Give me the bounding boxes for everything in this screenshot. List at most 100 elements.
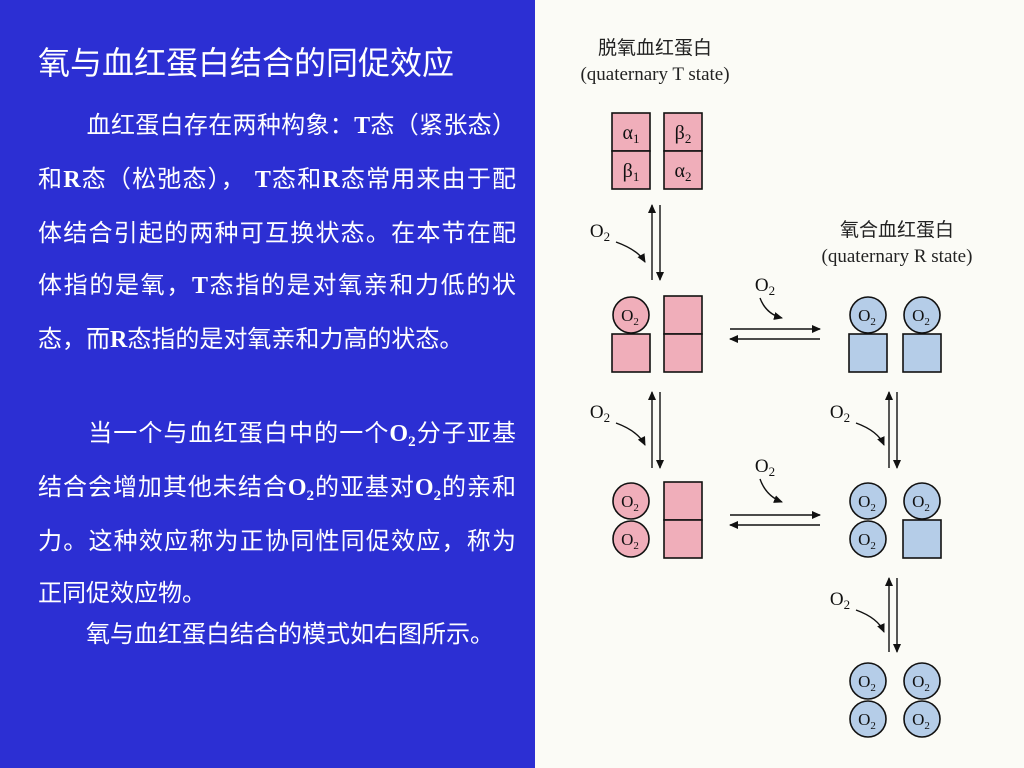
label-main: O xyxy=(912,710,924,729)
text-span: 态指的是对氧亲和力高的状态。 xyxy=(127,325,464,354)
o2-formula: O2 xyxy=(414,474,442,504)
subscript: 2 xyxy=(306,487,314,504)
o2-bound-circle xyxy=(612,520,650,558)
label-subscript: 2 xyxy=(633,316,639,328)
label-main: O xyxy=(830,402,844,423)
o2-incoming-label: O2 xyxy=(830,589,850,612)
label-subscript: 2 xyxy=(844,410,851,425)
label-main: α xyxy=(623,122,634,144)
label-subscript: 2 xyxy=(844,597,851,612)
label-subscript: 2 xyxy=(769,464,776,479)
subunit-square xyxy=(663,333,703,373)
beta2-label: β2 xyxy=(675,122,692,146)
subunit-beta1 xyxy=(611,150,651,190)
label-subscript: 2 xyxy=(685,131,692,146)
r-label: R xyxy=(322,166,340,193)
t-label: T xyxy=(192,273,209,300)
o2-label: O2 xyxy=(912,672,930,694)
label-main: O xyxy=(858,306,870,325)
text-span: 态常用来由于配体结合引起的两种可互换状态。在本节在配体指的是氧， xyxy=(38,164,517,300)
label-subscript: 1 xyxy=(633,131,640,146)
o2-bound-circle xyxy=(903,700,941,738)
o2-incoming-label: O2 xyxy=(755,275,775,298)
label-subscript: 2 xyxy=(769,283,776,298)
text-span: 当一个与血红蛋白中的一个 xyxy=(38,419,390,447)
diagram-panel: 脱氧血红蛋白 (quaternary T state) 氧合血红蛋白 (quat… xyxy=(535,0,1024,768)
o2-label: O2 xyxy=(621,530,639,552)
t-label: T xyxy=(354,113,371,139)
subunit-beta2 xyxy=(663,112,703,152)
paragraph-figure-reference: 氧与血红蛋白结合的模式如右图所示。 xyxy=(38,620,494,648)
o2-label: O2 xyxy=(621,492,639,514)
o2-label: O2 xyxy=(912,492,930,514)
label-subscript: 2 xyxy=(870,316,876,328)
label-main: O xyxy=(755,456,769,477)
o2-formula: O2 xyxy=(288,475,314,504)
label-subscript: 2 xyxy=(604,410,611,425)
label-subscript: 2 xyxy=(924,720,930,732)
label-main: O xyxy=(858,492,870,511)
o2-entry-arrow xyxy=(855,422,885,446)
label-subscript: 2 xyxy=(870,720,876,732)
label-subscript: 2 xyxy=(924,502,930,514)
o2-label: O2 xyxy=(912,306,930,328)
o2-bound-circle xyxy=(903,296,941,334)
subunit-square xyxy=(663,295,703,335)
o2-incoming-label: O2 xyxy=(590,402,610,425)
subunit-square xyxy=(663,519,703,559)
label-main: O xyxy=(830,589,844,610)
t-state-label-cn: 脱氧血红蛋白 xyxy=(598,37,712,59)
o-symbol: O xyxy=(414,474,434,501)
label-main: O xyxy=(621,492,633,511)
beta1-label: β1 xyxy=(623,160,640,184)
slide-title: 氧与血红蛋白结合的同促效应 xyxy=(38,44,455,82)
r-state-label-en: (quaternary R state) xyxy=(822,246,973,267)
label-subscript: 2 xyxy=(633,540,639,552)
o2-bound-circle xyxy=(849,296,887,334)
label-subscript: 2 xyxy=(685,169,692,184)
o2-label: O2 xyxy=(858,710,876,732)
subunit-square xyxy=(663,481,703,521)
text-span: 态（紧张态）和 xyxy=(38,111,516,193)
subunit-alpha2 xyxy=(663,150,703,190)
o2-bound-circle xyxy=(849,520,887,558)
o2-bound-circle xyxy=(849,482,887,520)
o2-bound-circle xyxy=(903,482,941,520)
o2-incoming-label: O2 xyxy=(830,402,850,425)
alpha2-label: α2 xyxy=(675,160,692,184)
text-span: 态和 xyxy=(270,164,323,193)
subunit-square xyxy=(611,333,651,373)
text-span: 的亚基对 xyxy=(313,472,415,501)
label-main: α xyxy=(675,160,686,182)
text-span: 血红蛋白存在两种构象： xyxy=(38,111,355,139)
o2-bound-circle xyxy=(612,296,650,334)
label-main: O xyxy=(621,530,633,549)
o2-label: O2 xyxy=(858,306,876,328)
label-main: O xyxy=(912,672,924,691)
label-subscript: 2 xyxy=(924,682,930,694)
r-label: R xyxy=(110,327,128,354)
subunit-square xyxy=(902,333,942,373)
subunit-alpha1 xyxy=(611,112,651,152)
subscript: 2 xyxy=(433,487,442,504)
label-main: O xyxy=(858,710,870,729)
label-subscript: 2 xyxy=(870,502,876,514)
label-main: β xyxy=(623,160,633,182)
o2-bound-circle xyxy=(849,662,887,700)
o2-label: O2 xyxy=(858,530,876,552)
text-span: 态（松弛态）， xyxy=(80,164,255,193)
label-main: O xyxy=(912,306,924,325)
o2-incoming-label: O2 xyxy=(590,221,610,244)
label-main: β xyxy=(675,122,685,144)
r-state-label-cn: 氧合血红蛋白 xyxy=(840,219,954,241)
o2-label: O2 xyxy=(621,306,639,328)
subscript: 2 xyxy=(408,434,416,450)
label-subscript: 2 xyxy=(870,682,876,694)
o2-formula: O2 xyxy=(389,421,416,450)
label-subscript: 1 xyxy=(633,169,640,184)
o2-label: O2 xyxy=(858,492,876,514)
o2-entry-arrow xyxy=(615,422,646,446)
label-main: O xyxy=(621,306,633,325)
o2-entry-arrow xyxy=(759,297,783,320)
o2-incoming-label: O2 xyxy=(755,456,775,479)
